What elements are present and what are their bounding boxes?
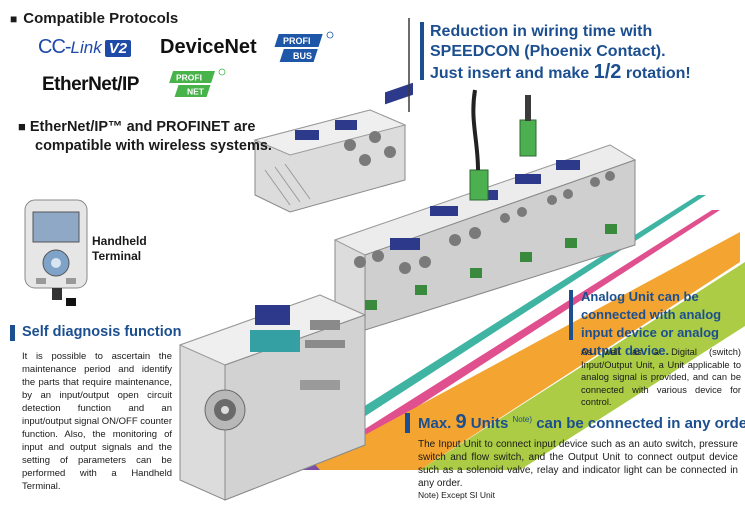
profinet-bottom-text: NET xyxy=(187,87,205,97)
color-bands xyxy=(283,195,745,470)
max-units-title: Max. 9 Units Note) can be connected in a… xyxy=(418,411,745,433)
profinet-top-text: PROFI xyxy=(176,73,202,83)
handheld-terminal-label: Handheld Terminal xyxy=(92,234,147,263)
band-pink xyxy=(300,210,720,470)
analog-accent-bar xyxy=(569,290,573,340)
max-units-body: The Input Unit to connect input device s… xyxy=(418,439,738,489)
analog-body: As well as a Digital (switch) Input/Outp… xyxy=(581,347,741,407)
wireless-note: ■ EtherNet/IP™ and PROFINET are compatib… xyxy=(18,119,272,154)
manifold-unit-large xyxy=(333,82,637,331)
band-green xyxy=(420,262,745,470)
module-si-unit xyxy=(178,294,367,501)
module-small-upper xyxy=(253,109,407,213)
band-teal xyxy=(292,195,706,452)
self-diagnosis-body: It is possible to ascertain the maintena… xyxy=(22,351,172,492)
speedcon-accent-bar xyxy=(420,22,424,80)
ethernetip-logo: EtherNet/IP xyxy=(42,74,139,95)
max-units-accent-bar xyxy=(405,413,410,433)
self-diagnosis-accent-bar xyxy=(10,325,15,341)
handheld-terminal-device xyxy=(24,199,88,306)
profibus-bottom-text: BUS xyxy=(293,51,312,61)
profinet-logo: PROFI NET xyxy=(169,68,226,97)
max-units-footnote: Note) Except SI Unit xyxy=(418,490,496,500)
heading-text: Compatible Protocols xyxy=(23,10,179,27)
profibus-top-text: PROFI xyxy=(283,36,311,46)
speedcon-callout: Reduction in wiring time with SPEEDCON (… xyxy=(430,23,691,83)
devicenet-logo: DeviceNet xyxy=(160,36,257,58)
analog-title: Analog Unit can be connected with analog… xyxy=(581,289,722,358)
heading-bullet: ■ xyxy=(10,12,18,26)
profibus-logo: PROFI BUS xyxy=(274,31,334,62)
compatible-protocols-heading: ■ Compatible Protocols xyxy=(10,10,178,27)
band-orange xyxy=(300,232,740,470)
self-diagnosis-title: Self diagnosis function xyxy=(22,324,182,340)
